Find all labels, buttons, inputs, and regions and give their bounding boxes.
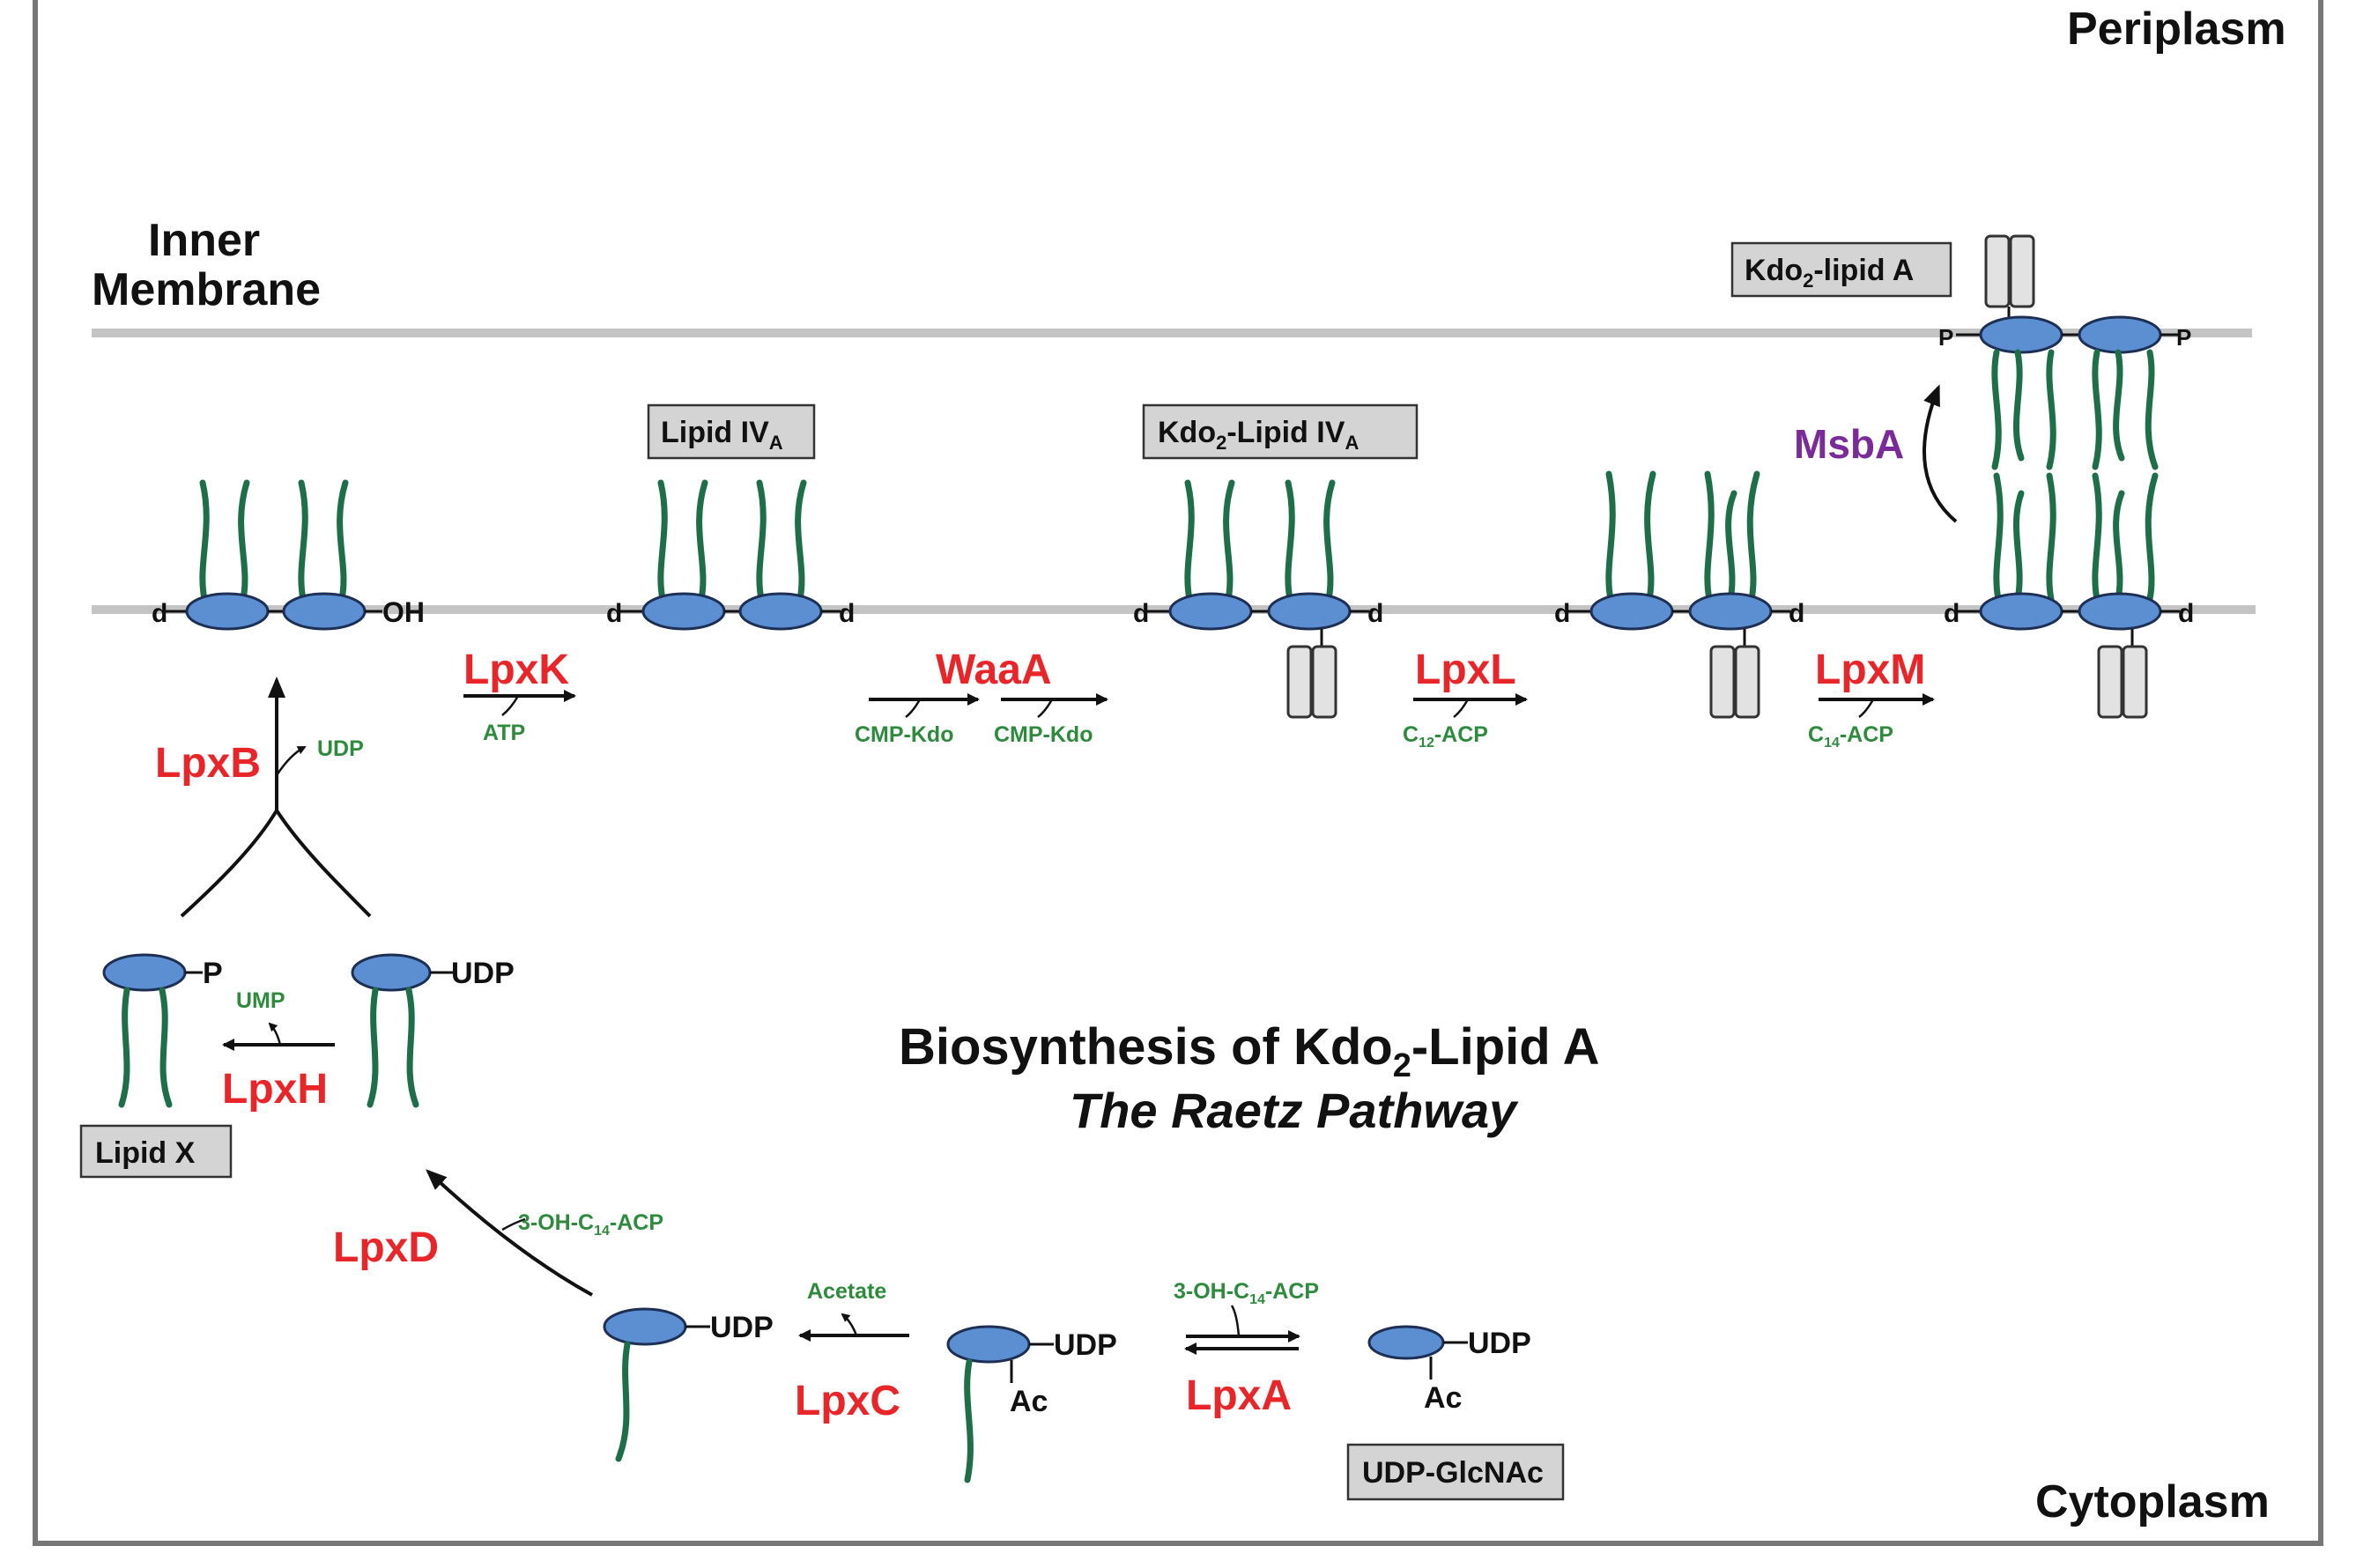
pentaacyl-intermediate-molecule: d d (1554, 470, 1804, 719)
svg-text:UDP: UDP (1054, 1328, 1117, 1362)
lpxm-enzyme: LpxM (1815, 647, 1925, 693)
svg-text:P: P (2176, 324, 2191, 351)
lipid-x-label: Lipid X (95, 1136, 196, 1170)
lipid-iva-label: Lipid IVA (661, 416, 783, 454)
udp-glcnac-box (1346, 1443, 1565, 1501)
lpxd-arrow (426, 1169, 593, 1297)
svg-text:d: d (1133, 599, 1149, 628)
svg-text:d: d (839, 599, 855, 628)
svg-text:d: d (1944, 599, 1960, 628)
periplasm-label: Periplasm (2067, 4, 2286, 55)
inner-membrane-label-line2: Membrane (92, 264, 321, 315)
kdo2-lipid-a-inner-molecule: d d (1944, 472, 2194, 719)
lpxb-left-branch (180, 809, 278, 918)
svg-text:P: P (203, 957, 223, 990)
lipid-x-box (79, 1124, 233, 1179)
diacyl-glcn-molecule: UDP (351, 953, 515, 1108)
kdo-unit-2 (1311, 645, 1337, 719)
cmp-kdo-second: CMP-Kdo (994, 722, 1093, 747)
lipid-iva-molecule: d d (606, 479, 855, 631)
svg-text:d: d (1789, 599, 1804, 628)
cytoplasm-label: Cytoplasm (2035, 1476, 2270, 1527)
lpxh-enzyme: LpxH (222, 1066, 328, 1113)
svg-text:d: d (1367, 599, 1383, 628)
acetate-byproduct: Acetate (807, 1279, 886, 1304)
svg-text:P: P (1938, 324, 1953, 351)
diagram-title: Biosynthesis of Kdo2-Lipid A (899, 1018, 1600, 1084)
msba-flip-arrow (1923, 384, 1958, 523)
lipid-x-molecule: P (102, 953, 223, 1108)
kdo2-lipid-iva-molecule: d d (1133, 479, 1383, 719)
kdo2-lipid-iva-label: Kdo2-Lipid IVA (1158, 416, 1359, 454)
ump-byproduct: UMP (236, 988, 285, 1013)
udp-group-label: UDP (1468, 1327, 1531, 1360)
lpxb-enzyme: LpxB (155, 740, 261, 787)
svg-text:UDP: UDP (710, 1311, 774, 1344)
acyl-glcnac-molecule: UDP Ac (946, 1325, 1117, 1483)
lpxl-enzyme: LpxL (1415, 647, 1516, 693)
inner-membrane-label-line1: Inner (148, 215, 260, 266)
kdo2-lipid-iva-box (1142, 403, 1419, 460)
udp-glcnac-molecule: UDP Ac (1367, 1325, 1531, 1415)
lpxm-acyl-donor: C14-ACP (1808, 722, 1893, 751)
waaa-enzyme: WaaA (936, 647, 1052, 693)
lpxd-enzyme: LpxD (333, 1224, 439, 1271)
svg-text:d: d (2178, 599, 2194, 628)
svg-text:UDP: UDP (451, 957, 515, 990)
cmp-kdo-first: CMP-Kdo (855, 722, 953, 747)
acyl-glcn-molecule: UDP (603, 1307, 774, 1462)
svg-text:d: d (152, 599, 167, 628)
kdo2-lipid-a-box (1730, 241, 1952, 298)
svg-text:Ac: Ac (1010, 1385, 1048, 1418)
lpxb-right-branch (275, 809, 372, 918)
udp-byproduct: UDP (317, 736, 364, 761)
lpxd-acyl-donor: 3-OH-C14-ACP (518, 1210, 663, 1239)
atp-cofactor: ATP (483, 721, 525, 745)
svg-text:d: d (1554, 599, 1570, 628)
lpxa-acyl-donor: 3-OH-C14-ACP (1174, 1279, 1319, 1307)
kdo2-lipid-a-outer-molecule: P P (1938, 234, 2191, 470)
udp-glcnac-label: UDP-GlcNAc (1362, 1456, 1544, 1490)
lpxa-enzyme: LpxA (1186, 1372, 1292, 1419)
diagram-frame (33, 0, 2323, 1546)
svg-text:OH: OH (382, 596, 425, 628)
lpxk-enzyme: LpxK (463, 647, 569, 693)
lpxc-enzyme: LpxC (795, 1378, 900, 1424)
ac-group-label: Ac (1424, 1381, 1462, 1415)
kdo-unit-1 (1286, 645, 1313, 719)
lpxl-acyl-donor: C12-ACP (1403, 722, 1488, 751)
svg-text:d: d (606, 599, 622, 628)
disaccharide-1p-molecule: d OH (152, 479, 425, 631)
lipid-iva-box (647, 403, 816, 460)
msba-flippase: MsbA (1794, 421, 1904, 467)
kdo2-lipid-a-label: Kdo2-lipid A (1745, 254, 1914, 292)
diagram-subtitle: The Raetz Pathway (1070, 1083, 1519, 1138)
